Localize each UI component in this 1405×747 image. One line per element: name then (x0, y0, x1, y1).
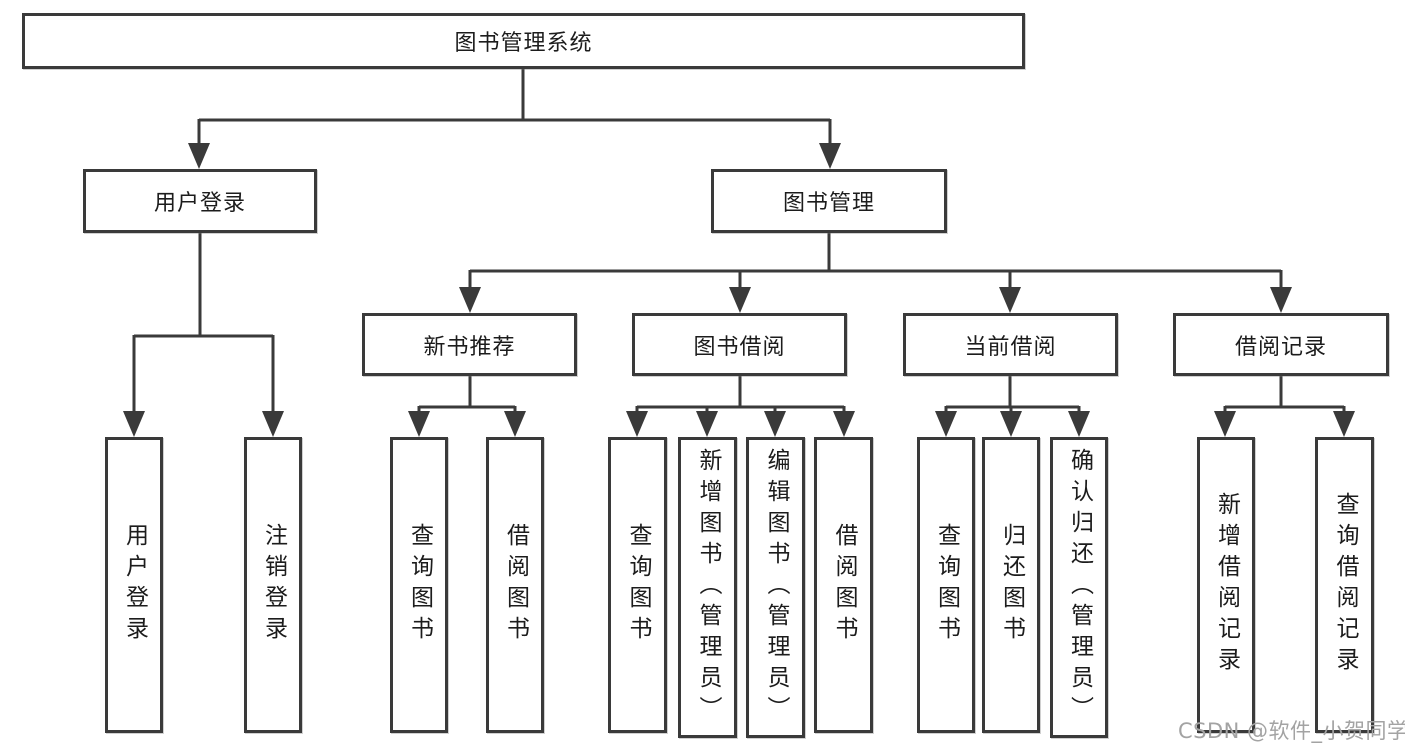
leaf-query-books-recommend-label: 查询图书 (406, 523, 433, 647)
leaf-user-login: 用户登录 (105, 437, 163, 733)
node-user-login-label: 用户登录 (153, 191, 246, 216)
leaf-confirm-return-admin: 确认归还（管理员） (1050, 437, 1108, 738)
leaf-query-books-borrowing-label: 查询图书 (625, 523, 651, 647)
leaf-query-books-current-label: 查询图书 (933, 523, 960, 647)
node-book-borrowing: 图书借阅 (632, 313, 847, 376)
leaf-query-books-current: 查询图书 (917, 437, 975, 733)
connector-borrow-records-children (1214, 375, 1355, 437)
leaf-borrow-books-borrowing-label: 借阅图书 (831, 523, 857, 647)
leaf-borrow-books-recommend: 借阅图书 (486, 437, 544, 733)
leaf-add-borrow-record-label: 新增借阅记录 (1213, 492, 1240, 678)
leaf-query-books-borrowing: 查询图书 (608, 437, 667, 733)
leaf-edit-book-admin: 编辑图书（管理员） (746, 437, 805, 738)
leaf-add-borrow-record: 新增借阅记录 (1197, 437, 1255, 733)
leaf-query-borrow-record: 查询借阅记录 (1315, 437, 1374, 733)
node-current-borrowing: 当前借阅 (903, 313, 1118, 376)
node-system-root: 图书管理系统 (22, 13, 1025, 69)
leaf-add-book-admin: 新增图书（管理员） (678, 437, 737, 738)
leaf-return-book: 归还图书 (982, 437, 1040, 733)
node-user-login: 用户登录 (83, 169, 317, 233)
leaf-query-borrow-record-label: 查询借阅记录 (1332, 492, 1358, 678)
leaf-query-books-recommend: 查询图书 (390, 437, 448, 733)
node-system-root-label: 图书管理系统 (454, 31, 593, 56)
node-book-management: 图书管理 (711, 169, 947, 233)
connector-book-management-children (459, 232, 1292, 313)
connector-user-login-children (123, 232, 284, 437)
node-new-book-recommend: 新书推荐 (362, 313, 577, 376)
node-new-book-recommend-label: 新书推荐 (423, 334, 516, 360)
connector-new-book-children (408, 375, 526, 437)
node-borrow-records: 借阅记录 (1173, 313, 1389, 376)
connector-book-borrowing-children (626, 375, 855, 437)
node-book-management-label: 图书管理 (782, 191, 875, 216)
leaf-confirm-return-admin-label: 确认归还（管理员） (1066, 448, 1093, 727)
node-current-borrowing-label: 当前借阅 (964, 334, 1057, 360)
node-book-borrowing-label: 图书借阅 (693, 334, 786, 360)
leaf-borrow-books-recommend-label: 借阅图书 (502, 523, 529, 647)
leaf-logout-label: 注销登录 (260, 523, 287, 647)
connector-current-borrowing-children (935, 375, 1090, 437)
leaf-logout: 注销登录 (244, 437, 302, 733)
leaf-borrow-books-borrowing: 借阅图书 (814, 437, 873, 733)
leaf-return-book-label: 归还图书 (998, 523, 1025, 647)
leaf-user-login-label: 用户登录 (121, 523, 148, 647)
leaf-edit-book-admin-label: 编辑图书（管理员） (763, 448, 789, 727)
connector-root-to-level2 (188, 67, 841, 169)
node-borrow-records-label: 借阅记录 (1234, 334, 1327, 360)
leaf-add-book-admin-label: 新增图书（管理员） (695, 448, 721, 727)
csdn-watermark: CSDN @软件_小贺同学 (1178, 719, 1405, 743)
